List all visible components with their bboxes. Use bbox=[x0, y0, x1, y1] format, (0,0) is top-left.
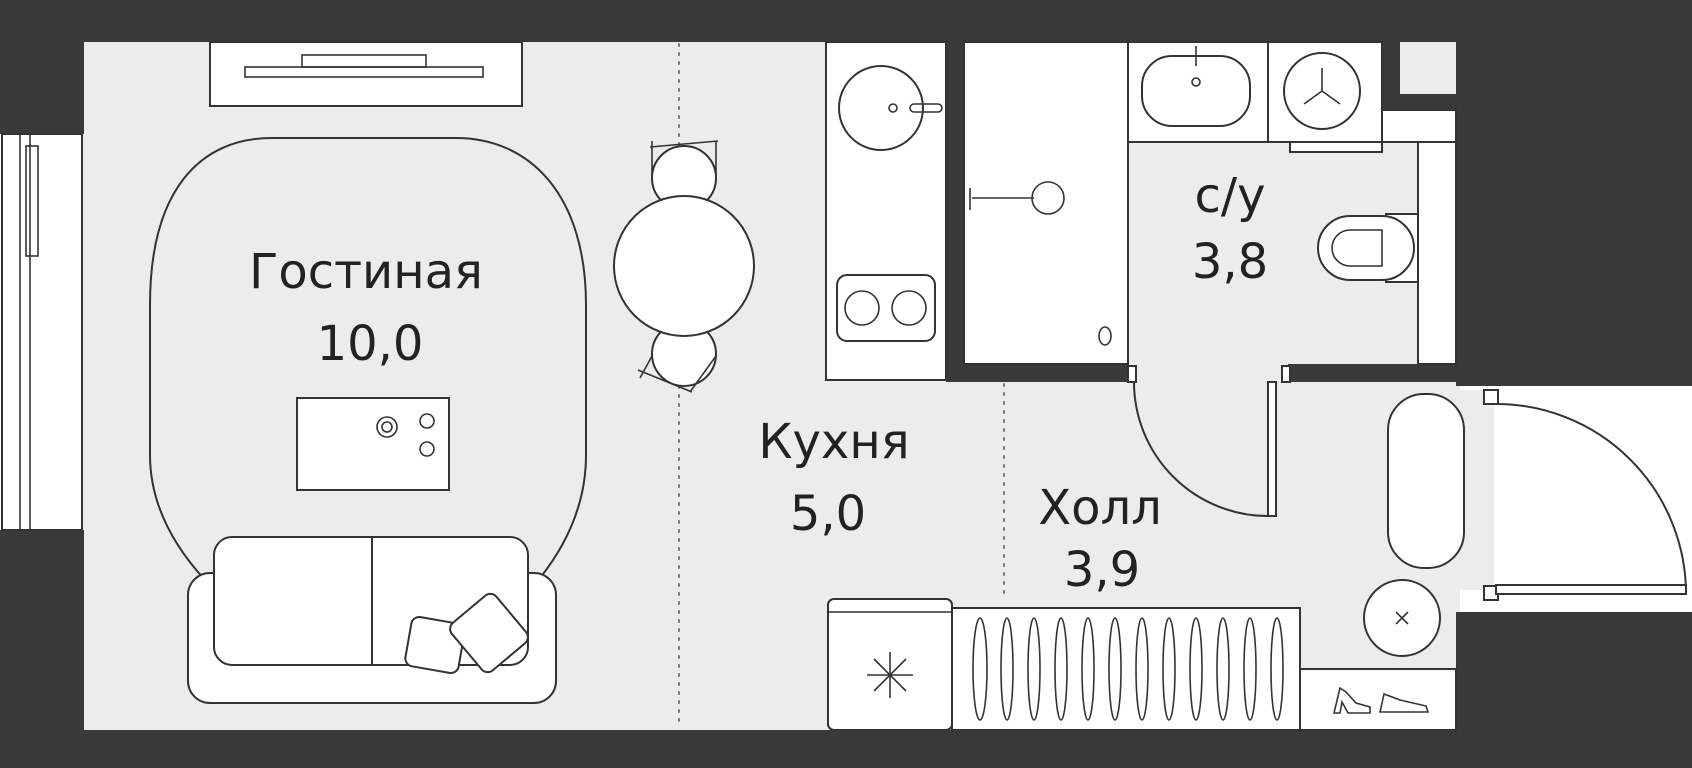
wall-bathroom-bottom bbox=[1288, 364, 1456, 382]
window bbox=[1, 133, 83, 531]
wall-shaft-bottom bbox=[1382, 94, 1462, 110]
room-area-kitchen: 5,0 bbox=[790, 486, 866, 542]
shoe-rack-icon bbox=[1332, 686, 1430, 714]
kitchen-counter bbox=[825, 41, 947, 381]
wall-right-upper bbox=[1456, 0, 1692, 386]
ceiling-lamp-icon bbox=[1363, 579, 1441, 657]
wall-shaft-left bbox=[1382, 42, 1400, 102]
wall-kitchen-shower bbox=[946, 42, 964, 382]
interior-walls bbox=[946, 42, 1462, 382]
wall-left-lower bbox=[0, 530, 84, 768]
cooktop-icon bbox=[836, 274, 936, 342]
room-area-bathroom: 3,8 bbox=[1192, 234, 1268, 290]
shower-cabin bbox=[963, 41, 1129, 365]
wall-left-upper bbox=[0, 0, 84, 134]
round-rug bbox=[149, 137, 587, 581]
wall-top bbox=[0, 0, 1692, 42]
shower-head-icon bbox=[1031, 181, 1065, 215]
wall-bottom bbox=[0, 730, 1692, 768]
room-name-living: Гостиная bbox=[249, 244, 483, 300]
wardrobe bbox=[827, 598, 1457, 731]
entrance-door bbox=[1483, 389, 1687, 601]
wall-shower-bottom bbox=[946, 364, 1128, 382]
room-label-kitchen: Кухня 5,0 bbox=[758, 414, 909, 542]
room-area-hall: 3,9 bbox=[1064, 542, 1140, 598]
bathroom-fixtures bbox=[1127, 41, 1457, 365]
wall-right-lower bbox=[1456, 612, 1692, 768]
bench bbox=[1387, 393, 1465, 569]
toilet-icon bbox=[1317, 213, 1419, 283]
washing-machine-icon bbox=[1283, 52, 1361, 130]
room-label-bathroom: с/у 3,8 bbox=[1192, 168, 1268, 290]
room-area-living: 10,0 bbox=[317, 316, 424, 372]
floor-entrance-nook bbox=[1460, 390, 1494, 590]
window-frame bbox=[1, 133, 83, 531]
room-name-bathroom: с/у bbox=[1195, 168, 1266, 224]
room-label-living: Гостиная 10,0 bbox=[249, 244, 483, 372]
sink-icon bbox=[838, 65, 924, 151]
tv-stand bbox=[209, 41, 523, 107]
snowflake-icon bbox=[867, 652, 913, 698]
room-label-hall: Холл 3,9 bbox=[1038, 480, 1162, 598]
dining-table-icon bbox=[613, 140, 755, 393]
stove-icon bbox=[296, 397, 450, 491]
room-name-kitchen: Кухня bbox=[758, 414, 909, 470]
hangers bbox=[972, 617, 1284, 721]
sofa-icon bbox=[187, 536, 557, 704]
bathroom-door bbox=[1127, 365, 1291, 517]
room-name-hall: Холл bbox=[1038, 480, 1162, 536]
